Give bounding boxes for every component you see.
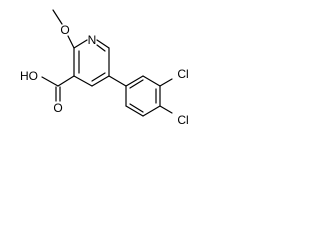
bond-ph1-ph2 bbox=[125, 75, 144, 87]
bond-c2-n bbox=[73, 39, 88, 49]
atom-labels: N O HO O Cl Cl bbox=[20, 23, 189, 127]
bond-o-c2 bbox=[67, 35, 75, 49]
bond-n-c6 bbox=[96, 39, 110, 49]
bond-ph4-cl bbox=[159, 105, 173, 114]
bond-ph5-ph6 bbox=[125, 105, 144, 117]
bond-ph2-ph3 bbox=[142, 75, 161, 87]
bond-n-c6-inner bbox=[96, 44, 106, 52]
bond-cooh-oh bbox=[41, 76, 59, 87]
bond-c4-c3 bbox=[73, 75, 93, 87]
bond-c5-c4-inner bbox=[91, 72, 106, 82]
bond-c3-cooh bbox=[57, 75, 75, 87]
molecule-structure-diagram: N O HO O Cl Cl bbox=[20, 9, 189, 127]
bond-ph1-ph2-inner bbox=[129, 79, 144, 89]
atom-label-carbonyl-oxygen: O bbox=[53, 101, 62, 115]
bond-methyl-o bbox=[52, 9, 63, 25]
bonds bbox=[41, 9, 173, 117]
atom-label-chlorine-upper: Cl bbox=[177, 67, 188, 81]
bond-ph3-cl bbox=[159, 78, 173, 87]
bond-c5-c4 bbox=[91, 75, 110, 87]
atom-label-nitrogen: N bbox=[88, 33, 97, 47]
atom-label-chlorine-lower: Cl bbox=[177, 113, 188, 127]
bond-ph5-ph6-inner bbox=[129, 103, 144, 113]
bond-ph4-ph5 bbox=[142, 105, 161, 117]
bond-pyridine-phenyl bbox=[108, 75, 127, 87]
atom-label-methoxy-oxygen: O bbox=[60, 23, 69, 37]
atom-label-hydroxyl: HO bbox=[20, 69, 38, 83]
